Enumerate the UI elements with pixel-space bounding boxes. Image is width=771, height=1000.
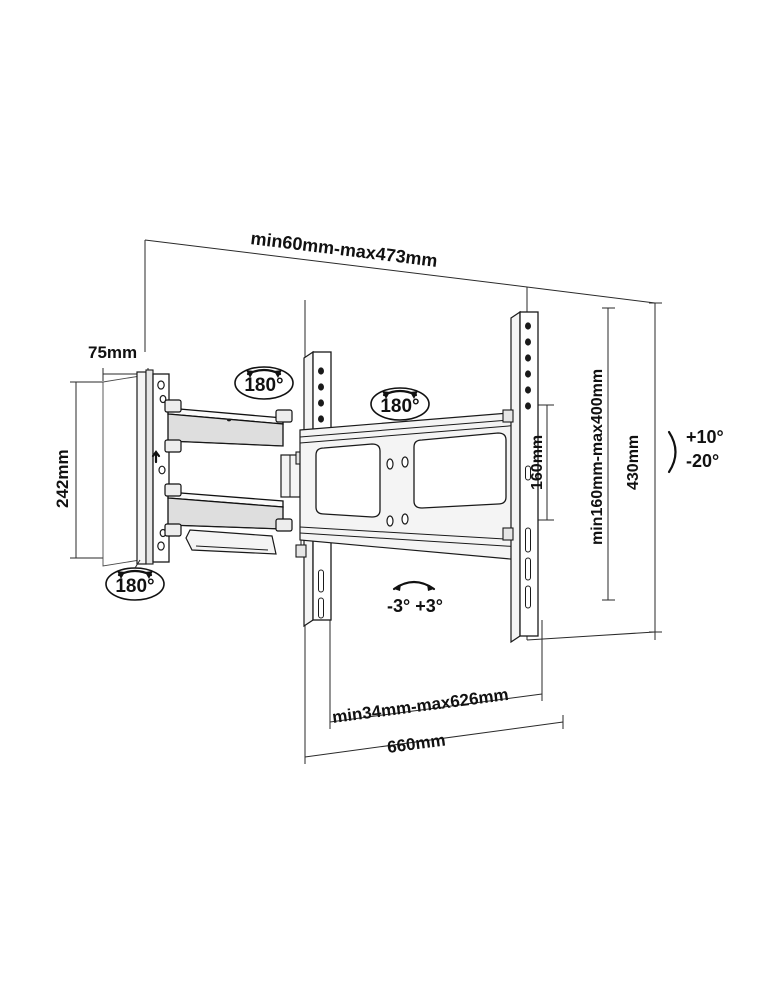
tilt-arc-icon [667, 430, 677, 474]
wall-plate-edge [145, 369, 154, 565]
top-dimension-line-right [526, 286, 656, 304]
right-rail-hole-1 [525, 322, 531, 330]
right-rail-slot-1 [525, 527, 531, 553]
right-rail-center-slot [525, 465, 531, 481]
cross-member-rib-bottom-1 [299, 526, 522, 541]
rotation-arrow-left-icon [394, 584, 401, 591]
right-rail-slot-3 [525, 585, 531, 609]
articulating-arm-assembly [164, 399, 301, 555]
plate-height-label: 242mm [53, 449, 72, 508]
tilt-down-label: -20° [686, 451, 719, 471]
pivot-joint-upper-wall-lower [164, 439, 182, 453]
left-rail-clamp-lower [295, 544, 307, 558]
swivel-badge-label-1: 180° [244, 375, 283, 396]
tray-crease [195, 545, 269, 551]
orientation-arrow-icon [151, 450, 161, 464]
tilt-indicator: +10° -20° [667, 427, 724, 474]
right-rail-clamp-lower [502, 527, 514, 541]
top-dimension-line [144, 239, 528, 288]
left-rail-hole-1 [318, 367, 324, 375]
cross-member-cutout-right [413, 432, 507, 509]
pivot-joint-upper-rail [275, 409, 293, 423]
swivel-arrow-left-2-icon [382, 391, 390, 399]
left-rail-hole-4 [318, 415, 324, 423]
right-rail-clamp-upper [502, 409, 514, 423]
swivel-badge-label-2: 180° [380, 396, 419, 417]
pivot-joint-lower-rail [275, 518, 293, 532]
vesa-height-label: 160mm [529, 435, 546, 490]
cross-member-hole-tr [401, 456, 409, 468]
cross-member-rib-bottom-2 [299, 532, 522, 548]
tilt-support-tray [185, 529, 277, 555]
right-rail-hole-2 [525, 338, 531, 346]
wall-plate-assembly [102, 369, 170, 567]
left-rail-slot-2 [318, 597, 324, 619]
upper-arm-hole [227, 418, 231, 422]
swivel-badge-center: 180° [370, 387, 430, 421]
overall-width-label: 660mm [386, 730, 447, 756]
swivel-arrow-right-1-icon [274, 370, 282, 378]
vesa-range-label: min160mm-max400mm [589, 369, 606, 545]
box-bottom-right-line [526, 631, 656, 641]
rotation-indicator: -3° +3° [387, 580, 443, 616]
lower-arm-bottom-edge [167, 524, 284, 530]
left-rail-slot-1 [318, 569, 324, 593]
cross-member-cutout-left [315, 443, 381, 518]
left-rail-hole-2 [318, 383, 324, 391]
plate-depth-label: 75mm [88, 343, 137, 362]
right-rail-hole-6 [525, 402, 531, 410]
bottom-range-label: min34mm-max626mm [331, 685, 510, 727]
right-rail-hole-4 [525, 370, 531, 378]
tilt-up-label: +10° [686, 427, 724, 447]
swivel-badge-leader-3 [134, 559, 141, 569]
right-rail-hole-3 [525, 354, 531, 362]
pivot-joint-upper-wall [164, 399, 182, 413]
swivel-arrow-right-3-icon [145, 571, 153, 579]
swivel-badge-lower-left: 180° [105, 559, 165, 601]
cross-member-rib-top-1 [299, 418, 522, 438]
cross-member-hole-br [401, 513, 409, 525]
bottom-range-dimension-line [329, 693, 543, 723]
wall-plate-hole-2 [159, 394, 167, 404]
left-rail-hole-3 [318, 399, 324, 407]
swivel-arrow-left-3-icon [117, 571, 125, 579]
overall-width-dimension-line [304, 721, 564, 758]
overall-height-label: 430mm [625, 435, 642, 490]
cross-member-hole-bl [386, 515, 394, 527]
wall-surface-panel [102, 375, 141, 567]
pivot-joint-lower-wall [164, 483, 182, 497]
swivel-arrow-right-2-icon [410, 391, 418, 399]
wall-plate-hole-1 [157, 380, 165, 390]
right-rail-slot-2 [525, 557, 531, 581]
wall-plate-hole-3 [158, 465, 166, 475]
right-rail-side-face [510, 310, 521, 644]
swivel-arrow-left-1-icon [246, 370, 254, 378]
swivel-badge-upper-left: 180° [234, 366, 294, 400]
pivot-joint-lower-wall-lower [164, 523, 182, 537]
right-rail-hole-5 [525, 386, 531, 394]
right-vertical-rail [502, 310, 539, 644]
rotation-arrow-right-icon [427, 584, 434, 591]
wall-plate-hole-4 [157, 541, 165, 551]
upper-arm-bottom-edge [167, 440, 284, 447]
rotation-label: -3° +3° [387, 596, 443, 616]
wall-plate-body [136, 371, 147, 565]
cross-member-hole-tl [386, 458, 394, 470]
cross-member-rib-top-2 [299, 424, 522, 444]
horizontal-cross-member [299, 411, 522, 561]
swivel-badge-label-3: 180° [115, 576, 154, 597]
